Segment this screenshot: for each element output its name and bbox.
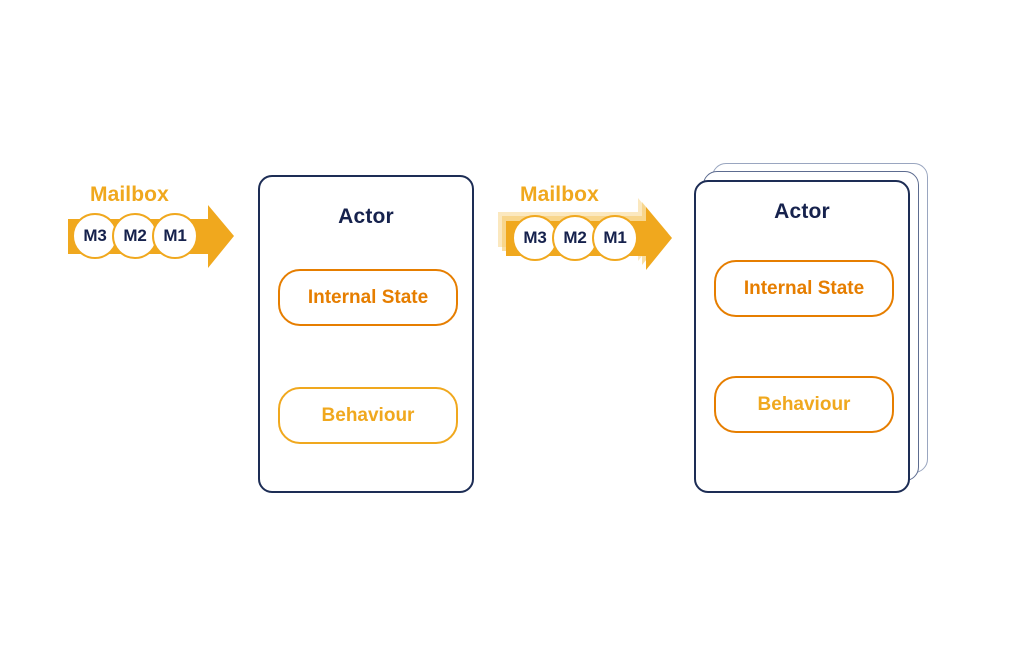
message-label: M3: [83, 226, 107, 245]
message-label: M1: [603, 228, 627, 247]
mailbox-label-right: Mailbox: [520, 183, 599, 206]
behaviour-box-left: Behaviour: [278, 387, 458, 444]
behaviour-label: Behaviour: [321, 404, 415, 426]
internal-state-label: Internal State: [743, 277, 865, 299]
actor-card-left: Actor Internal State Behaviour: [258, 175, 474, 493]
message-circle-m1: M1: [592, 215, 638, 261]
internal-state-box-right: Internal State: [714, 260, 894, 317]
message-label: M3: [523, 228, 547, 247]
message-label: M2: [563, 228, 587, 247]
mailbox-label-left: Mailbox: [90, 183, 169, 206]
mailbox-group-left: Mailbox M3 M2 M1: [60, 180, 240, 275]
actor-card-right: Actor Internal State Behaviour: [694, 180, 910, 493]
mailbox-group-right: Mailbox M3 M2 M1: [498, 180, 684, 280]
behaviour-label: Behaviour: [757, 393, 851, 415]
message-circle-m1: M1: [152, 213, 198, 259]
message-circle-m3: M3: [512, 215, 558, 261]
behaviour-box-right: Behaviour: [714, 376, 894, 433]
actor-title-right: Actor: [774, 200, 830, 223]
message-label: M1: [163, 226, 187, 245]
internal-state-box-left: Internal State: [278, 269, 458, 326]
message-circle-m3: M3: [72, 213, 118, 259]
internal-state-label: Internal State: [307, 286, 429, 308]
message-circle-m2: M2: [552, 215, 598, 261]
actor-title-left: Actor: [338, 205, 394, 228]
message-label: M2: [123, 226, 147, 245]
